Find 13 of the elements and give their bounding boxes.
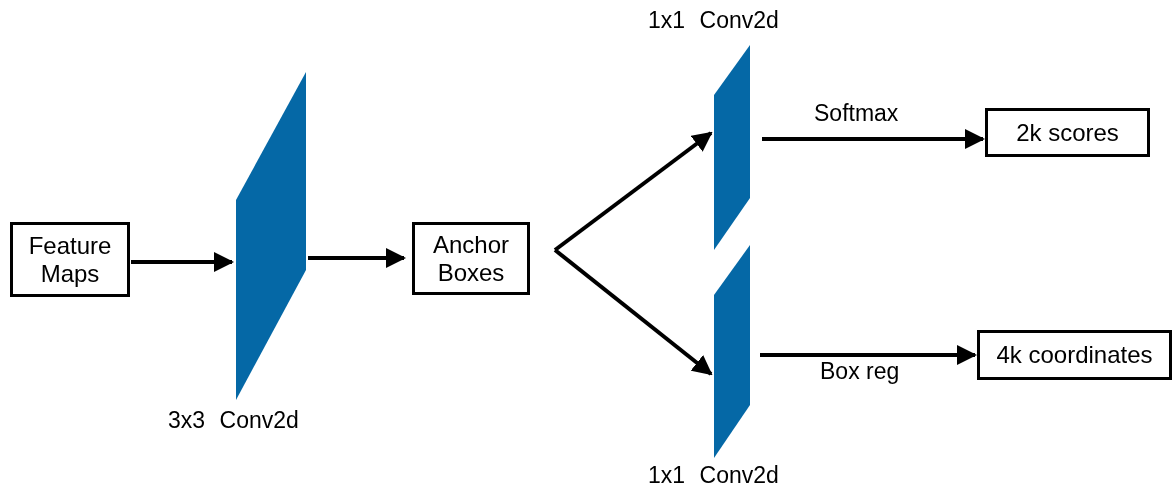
- arrow: [131, 252, 234, 272]
- arrow: [308, 248, 406, 268]
- arrow: [760, 345, 977, 365]
- layer-label: 1x1 Conv2d: [648, 6, 779, 35]
- process-box: Anchor Boxes: [412, 222, 530, 295]
- process-box: 2k scores: [985, 108, 1150, 157]
- arrow: [553, 248, 713, 376]
- arrow: [762, 129, 985, 149]
- arrow: [553, 131, 713, 252]
- layer-label: 1x1 Conv2d: [648, 461, 779, 490]
- layer-label: 3x3 Conv2d: [168, 406, 299, 435]
- process-box: Feature Maps: [10, 222, 130, 297]
- process-box: 4k coordinates: [977, 330, 1172, 380]
